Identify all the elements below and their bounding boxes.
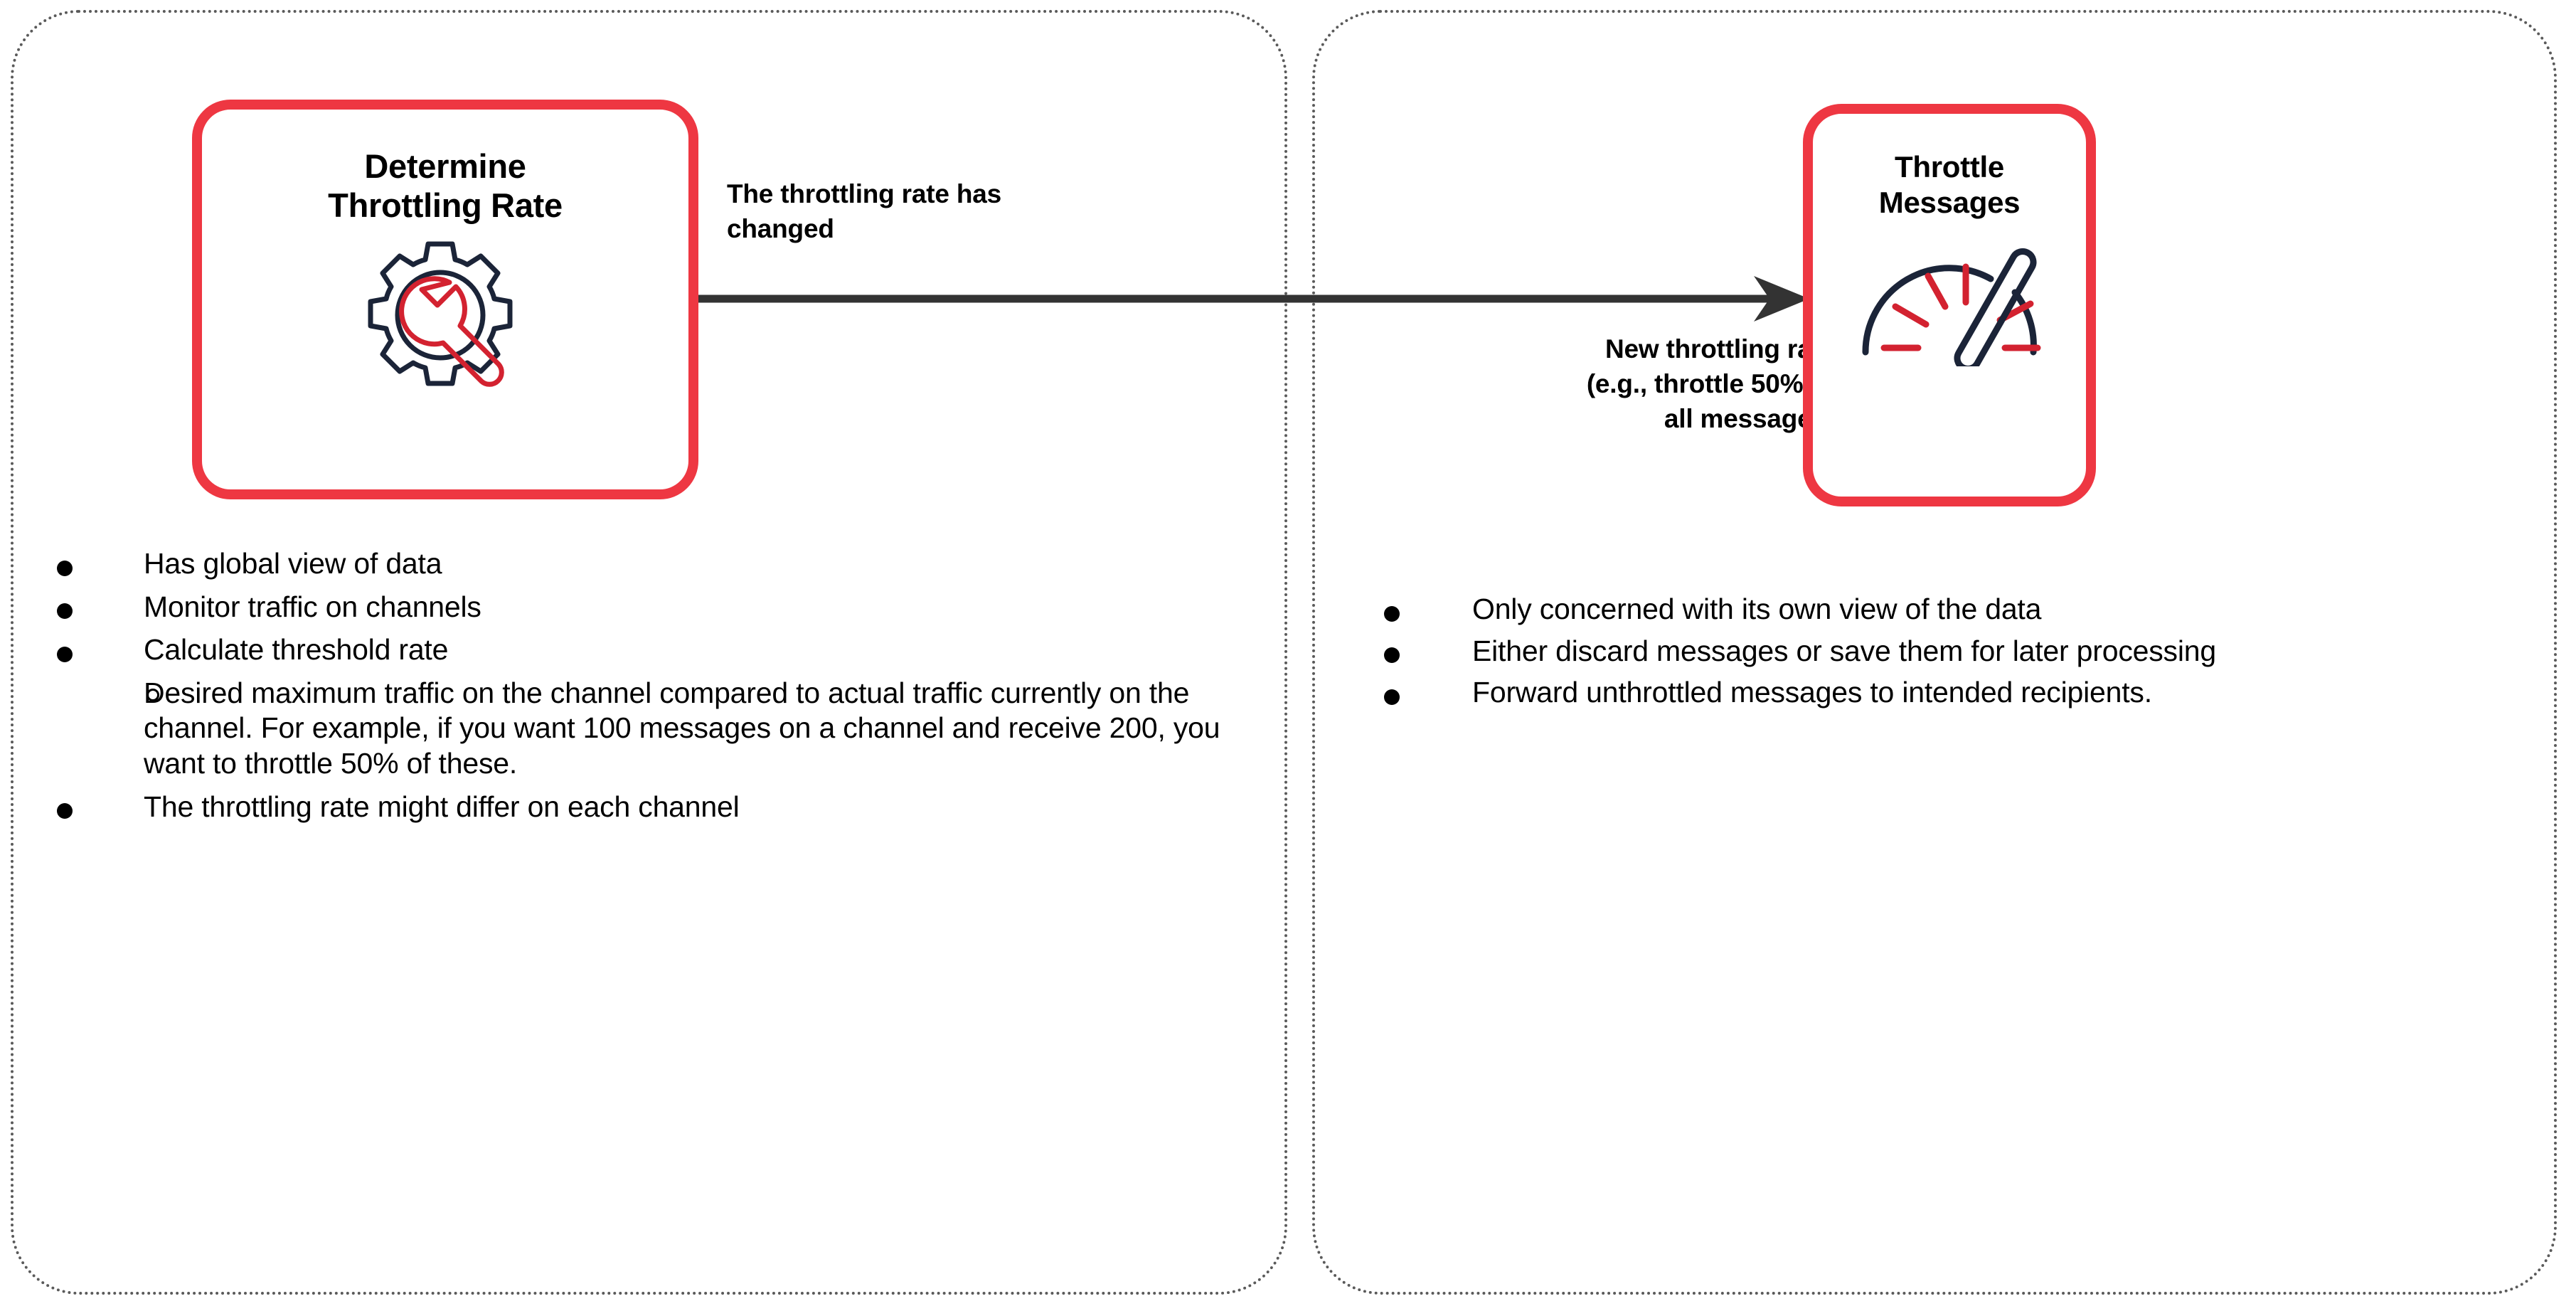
node-determine-throttling-rate[interactable]: Determine Throttling Rate: [192, 100, 698, 499]
list-item: Has global view of data: [57, 546, 1266, 582]
bullet-list-left: Has global view of data Monitor traffic …: [57, 546, 1266, 832]
edge-label-bottom: New throttling rate (e.g., throttle 50% …: [1586, 334, 1835, 434]
node-title: Throttle Messages: [1878, 150, 2021, 219]
list-item-sub: Desired maximum traffic on the channel c…: [57, 676, 1266, 782]
group-container-right: [1312, 10, 2557, 1295]
list-item: Either discard messages or save them for…: [1380, 634, 2532, 669]
node-throttle-messages[interactable]: Throttle Messages: [1803, 104, 2096, 506]
list-item: Monitor traffic on channels: [57, 590, 1266, 625]
list-item: Calculate threshold rate: [57, 632, 1266, 668]
connector-arrow: [687, 256, 1825, 341]
group-container-left: [11, 10, 1287, 1295]
list-item: Forward unthrottled messages to intended…: [1380, 675, 2532, 711]
gear-wrench-icon: [361, 235, 529, 393]
gauge-speedometer-icon: [1854, 241, 2045, 373]
list-item: The throttling rate might differ on each…: [57, 790, 1266, 825]
list-item: Only concerned with its own view of the …: [1380, 592, 2532, 627]
node-title: Determine Throttling Rate: [328, 147, 563, 225]
edge-label-top: The throttling rate has changed: [727, 179, 1001, 244]
bullet-list-right: Only concerned with its own view of the …: [1380, 592, 2532, 717]
